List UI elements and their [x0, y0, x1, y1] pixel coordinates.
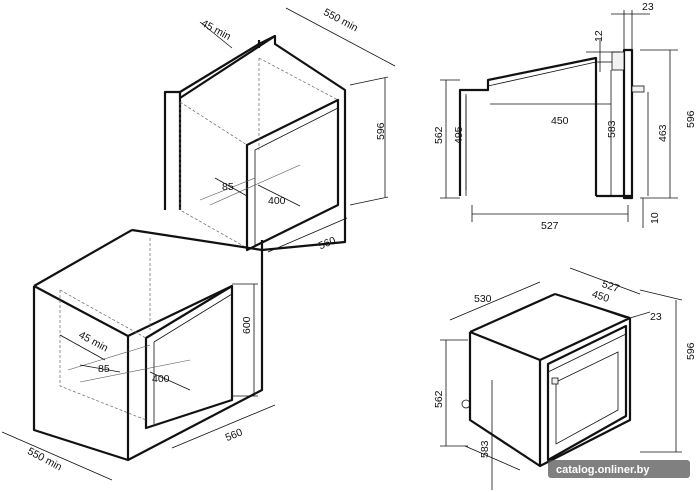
tall-cabinet-drawing	[163, 7, 396, 253]
iso-depth-top-label: 527	[600, 278, 621, 295]
tall-inner-depth-label: 85	[222, 181, 234, 193]
side-side-height-label: 562	[433, 126, 445, 144]
tall-gap-label: 45 min	[199, 17, 233, 42]
side-door-height-label: 463	[657, 124, 669, 142]
side-top-gap-label: 23	[642, 1, 654, 13]
iso-front-label: 23	[650, 311, 662, 323]
base-height-label: 600	[241, 316, 253, 334]
iso-width-label: 450	[590, 288, 611, 305]
base-opening-label: 560	[224, 426, 245, 444]
tall-opening-label: 560	[317, 234, 338, 252]
side-inner-depth-label: 450	[551, 115, 569, 127]
iso-depth-body-label: 530	[474, 293, 492, 305]
side-bottom-label: 10	[649, 212, 661, 224]
watermark: catalog.onliner.by	[556, 464, 650, 476]
base-gap-label: 45 min	[77, 329, 111, 354]
side-depth-label: 527	[541, 220, 559, 232]
iso-height-label: 596	[685, 342, 697, 360]
base-inner-depth-label: 85	[98, 363, 110, 375]
side-view-drawing	[440, 10, 678, 228]
side-notch-label: 12	[593, 30, 605, 42]
base-width-label: 400	[152, 373, 170, 385]
base-cabinet-drawing	[1, 228, 276, 481]
side-inner-height-label: 495	[453, 126, 465, 144]
tall-height-label: 596	[375, 122, 387, 140]
iso-body-label: 583	[479, 440, 491, 458]
side-total-height-label: 596	[685, 110, 697, 128]
base-depth-label: 550 min	[25, 445, 64, 473]
tall-width-label: 400	[268, 195, 286, 207]
iso-side-label: 562	[433, 390, 445, 408]
watermark-background	[548, 460, 690, 478]
side-front-height-label: 583	[606, 120, 618, 138]
iso-oven-drawing	[440, 267, 683, 490]
